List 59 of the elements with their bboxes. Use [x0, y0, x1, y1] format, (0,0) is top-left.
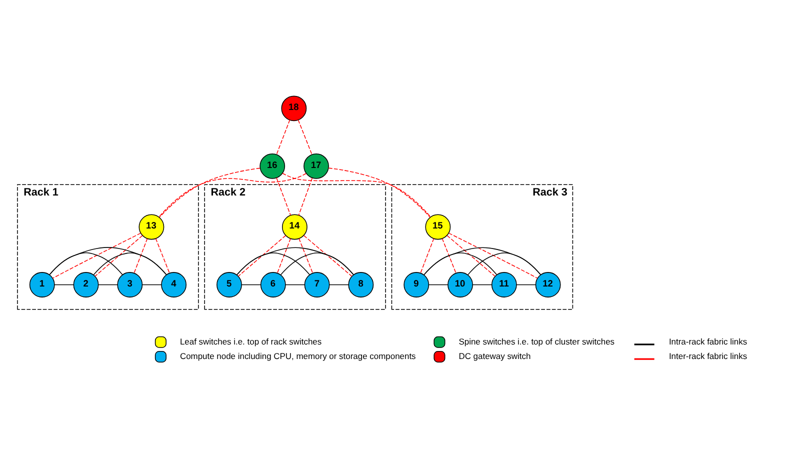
- legend-label: Inter-rack fabric links: [668, 350, 748, 361]
- connector: [329, 284, 349, 286]
- connector: [159, 168, 260, 218]
- connector: [472, 284, 492, 286]
- connector: [241, 284, 262, 286]
- connector: [467, 252, 541, 276]
- connector: [304, 235, 352, 277]
- connector: [98, 284, 118, 286]
- node-circle: 10: [448, 272, 473, 298]
- node-circle: 1: [29, 272, 55, 298]
- connector: [54, 284, 74, 286]
- connector: [134, 238, 148, 274]
- legend-label: Leaf switches i.e. top of rack switches: [180, 336, 322, 346]
- connector: [277, 238, 291, 274]
- connector: [94, 235, 143, 277]
- node-circle: 13: [138, 214, 164, 240]
- connector: [448, 232, 538, 279]
- connector: [236, 247, 354, 276]
- connector: [93, 252, 167, 276]
- connector: [52, 232, 141, 279]
- connector: [516, 284, 536, 286]
- connector: [238, 235, 286, 277]
- connector: [142, 284, 162, 286]
- connector: [285, 284, 306, 286]
- connector: [442, 238, 456, 274]
- node-circle: 3: [117, 272, 143, 298]
- connector: [328, 168, 430, 218]
- legend-label: Spine switches i.e. top of cluster switches: [458, 336, 615, 346]
- node-circle: 14: [282, 214, 308, 240]
- connector: [423, 247, 541, 276]
- connector: [282, 172, 432, 218]
- connector: [420, 238, 434, 274]
- node-circle: 12: [535, 272, 561, 298]
- node-circle: 16: [260, 153, 286, 179]
- connector: [49, 247, 167, 276]
- node-circle: 9: [404, 272, 430, 298]
- connector: [298, 178, 313, 216]
- node-circle: 18: [281, 96, 307, 122]
- connector: [446, 235, 496, 277]
- node-circle: 15: [425, 214, 451, 240]
- node-circle: 8: [348, 272, 374, 298]
- connector: [428, 284, 448, 286]
- connector: [276, 120, 290, 155]
- node-circle: 17: [304, 153, 329, 179]
- node-circle: 2: [73, 272, 99, 298]
- legend-label: Compute node including CPU, memory or storage components: [180, 350, 416, 361]
- connector: [155, 238, 170, 274]
- connector: [280, 252, 354, 276]
- connector: [298, 238, 314, 274]
- connector: [276, 177, 291, 216]
- legend-label: DC gateway switch: [458, 350, 531, 361]
- connector: [158, 173, 306, 218]
- connector: [298, 120, 312, 155]
- node-circle: 7: [304, 272, 330, 298]
- node-circle: 5: [216, 272, 242, 298]
- node-circle: 4: [161, 272, 186, 298]
- node-circle: 11: [491, 272, 517, 298]
- legend-label: Intra-rack fabric links: [668, 336, 748, 346]
- node-circle: 6: [260, 272, 286, 298]
